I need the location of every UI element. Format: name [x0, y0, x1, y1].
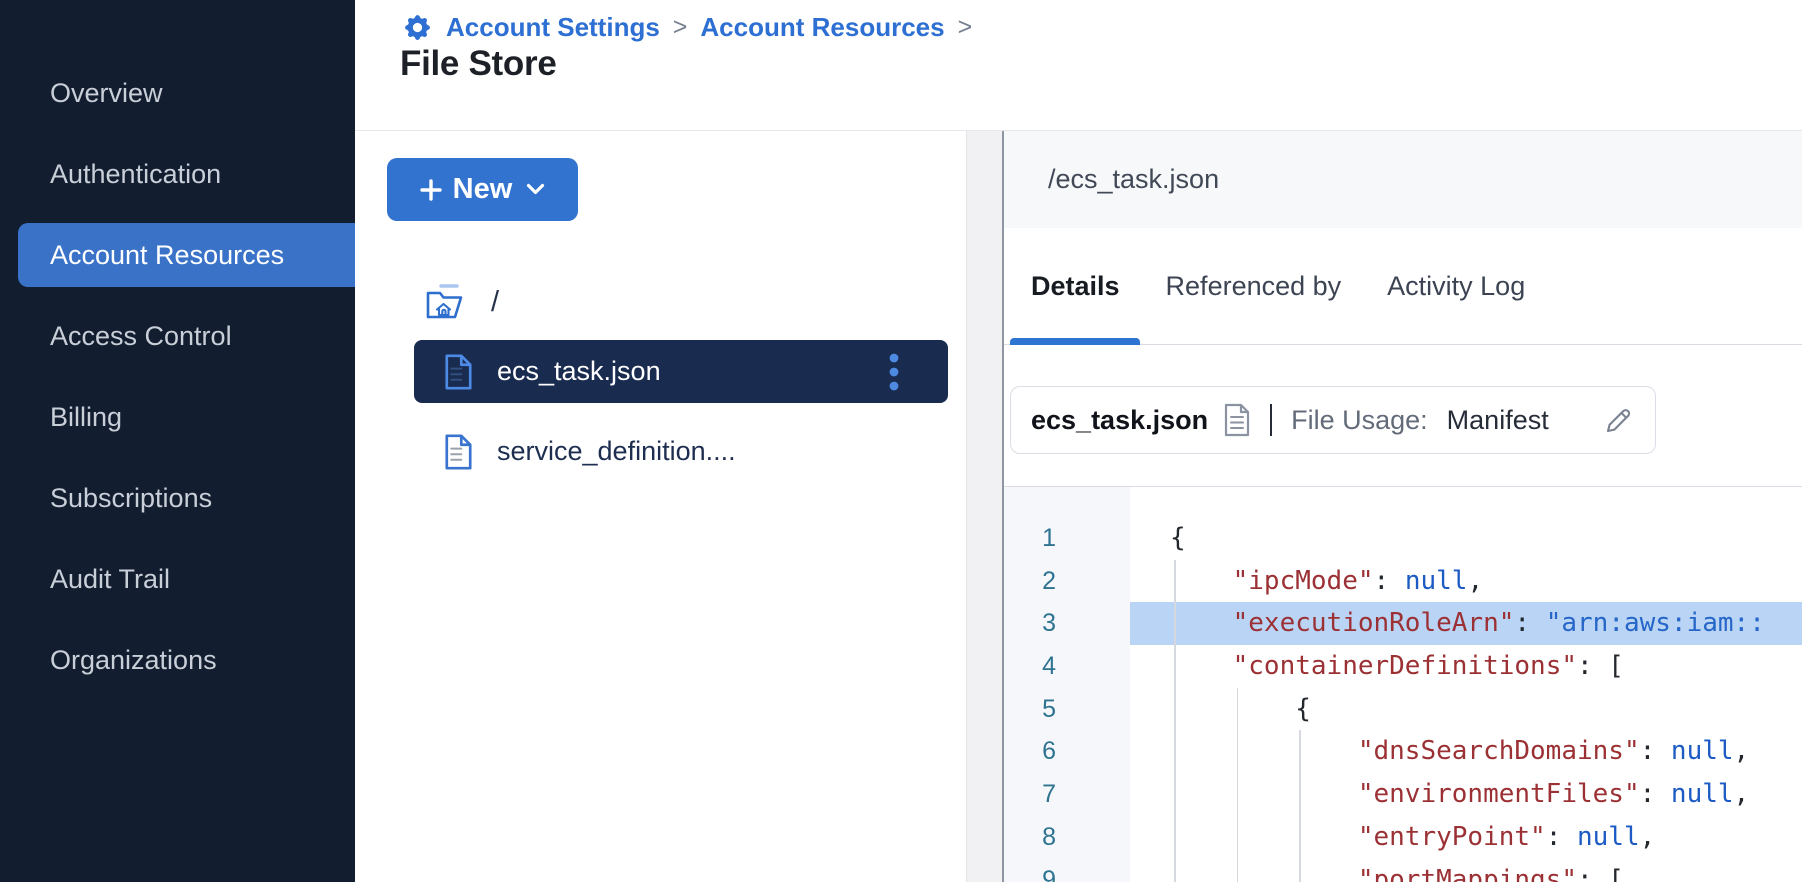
top-header: Account Settings > Account Resources > F…: [355, 0, 1802, 131]
sidebar-item-subscriptions[interactable]: Subscriptions: [50, 483, 213, 513]
code-line-4: "containerDefinitions": [: [1130, 645, 1802, 688]
indent-guide: [1174, 645, 1176, 688]
line-number: 8: [1042, 822, 1056, 851]
line-number: 9: [1042, 865, 1056, 882]
tab-activity-log[interactable]: Activity Log: [1387, 270, 1526, 301]
active-tab-underline: [1010, 338, 1140, 345]
line-number: 2: [1042, 566, 1056, 595]
breadcrumb: Account Settings > Account Resources >: [402, 9, 972, 45]
plus-icon: [419, 178, 442, 201]
kebab-menu-icon[interactable]: [888, 352, 900, 392]
tab-referenced-by[interactable]: Referenced by: [1165, 270, 1342, 301]
panel-divider[interactable]: [1002, 131, 1004, 882]
file-icon: [444, 353, 473, 390]
indent-guide: [1299, 773, 1301, 816]
indent-guide: [1174, 815, 1176, 859]
tab-details[interactable]: Details: [1031, 270, 1120, 301]
file-row-ecs-task-json[interactable]: ecs_task.json: [414, 340, 948, 403]
code-line-9: "portMappings": [: [1130, 858, 1802, 882]
root-folder-label: /: [491, 285, 500, 318]
page-title: File Store: [400, 44, 557, 83]
file-info-card: ecs_task.json File Usage: Manifest: [1010, 386, 1656, 454]
new-button[interactable]: New: [387, 158, 578, 221]
indent-guide: [1236, 687, 1239, 731]
chevron-down-icon: [526, 183, 545, 196]
indent-guide: [1174, 773, 1176, 816]
indent-guide: [1174, 687, 1176, 731]
code-line-7: "environmentFiles": null,: [1130, 773, 1802, 816]
indent-guide: [1174, 858, 1176, 882]
line-number: 6: [1042, 737, 1056, 766]
file-icon: [444, 433, 473, 470]
breadcrumb-separator: >: [672, 12, 688, 41]
file-detail-panel: /ecs_task.json Details Referenced by Activ…: [1004, 131, 1802, 882]
tab-bar: Details Referenced by Activity Log: [1004, 228, 1802, 345]
file-list: ecs_task.json service_definition....: [414, 340, 948, 500]
code-gutter: 1 2 3 4 5 6 7 8 9: [1004, 487, 1130, 882]
sidebar-item-organizations[interactable]: Organizations: [50, 645, 217, 675]
indent-guide: [1174, 559, 1176, 603]
file-path-text: /ecs_task.json: [1048, 164, 1220, 194]
file-card-name: ecs_task.json: [1031, 404, 1209, 435]
code-line-3: "executionRoleArn": "arn:aws:iam::: [1130, 602, 1802, 646]
breadcrumb-link-account-settings[interactable]: Account Settings: [446, 11, 660, 42]
document-icon: [1223, 403, 1251, 437]
file-name: service_definition....: [497, 436, 736, 466]
file-path-header: /ecs_task.json: [1004, 131, 1802, 228]
line-number: 7: [1042, 780, 1056, 809]
code-line-1: {: [1170, 523, 1186, 553]
line-number: 3: [1042, 609, 1056, 638]
indent-guide: [1236, 858, 1239, 882]
indent-guide: [1174, 602, 1176, 646]
code-line-5: {: [1130, 687, 1802, 731]
file-usage-value: Manifest: [1446, 404, 1549, 435]
file-tree-panel: New / ecs_task.json service_definition...…: [355, 131, 1002, 882]
sidebar-item-authentication[interactable]: Authentication: [50, 159, 222, 189]
file-row-service-definition[interactable]: service_definition....: [414, 420, 948, 483]
root-folder-row[interactable]: /: [424, 281, 499, 323]
line-number: 5: [1042, 694, 1056, 723]
indent-guide: [1236, 730, 1239, 774]
code-lines: { "ipcMode": null, "executionRoleArn": "…: [1130, 487, 1802, 882]
line-number: 4: [1042, 652, 1056, 681]
sidebar-item-account-resources[interactable]: Account Resources: [18, 223, 355, 287]
code-line-6: "dnsSearchDomains": null,: [1130, 730, 1802, 774]
file-name: ecs_task.json: [497, 356, 661, 386]
card-divider: [1270, 404, 1273, 436]
indent-guide: [1299, 730, 1301, 774]
file-usage-label: File Usage:: [1291, 404, 1428, 435]
sidebar-item-billing[interactable]: Billing: [50, 402, 123, 432]
breadcrumb-separator: >: [957, 12, 973, 41]
code-line-8: "entryPoint": null,: [1130, 815, 1802, 859]
indent-guide: [1299, 815, 1301, 859]
gear-icon: [402, 12, 433, 43]
scrollbar-track[interactable]: [966, 131, 1002, 882]
indent-guide: [1236, 773, 1239, 816]
new-button-label: New: [452, 173, 513, 205]
indent-guide: [1236, 815, 1239, 859]
indent-guide: [1299, 858, 1301, 882]
code-line-2: "ipcMode": null,: [1130, 559, 1802, 603]
line-number: 1: [1042, 524, 1056, 552]
indent-guide: [1174, 730, 1176, 774]
sidebar-item-audit-trail[interactable]: Audit Trail: [50, 564, 171, 594]
code-viewer[interactable]: 1 2 3 4 5 6 7 8 9 { "ipcMode": null, "executionR…: [1004, 486, 1802, 882]
sidebar-item-overview[interactable]: Overview: [50, 78, 163, 108]
sidebar-item-access-control[interactable]: Access Control: [50, 321, 232, 351]
folder-home-icon: [424, 282, 468, 322]
pencil-icon[interactable]: [1602, 404, 1635, 437]
breadcrumb-link-account-resources[interactable]: Account Resources: [700, 11, 945, 42]
